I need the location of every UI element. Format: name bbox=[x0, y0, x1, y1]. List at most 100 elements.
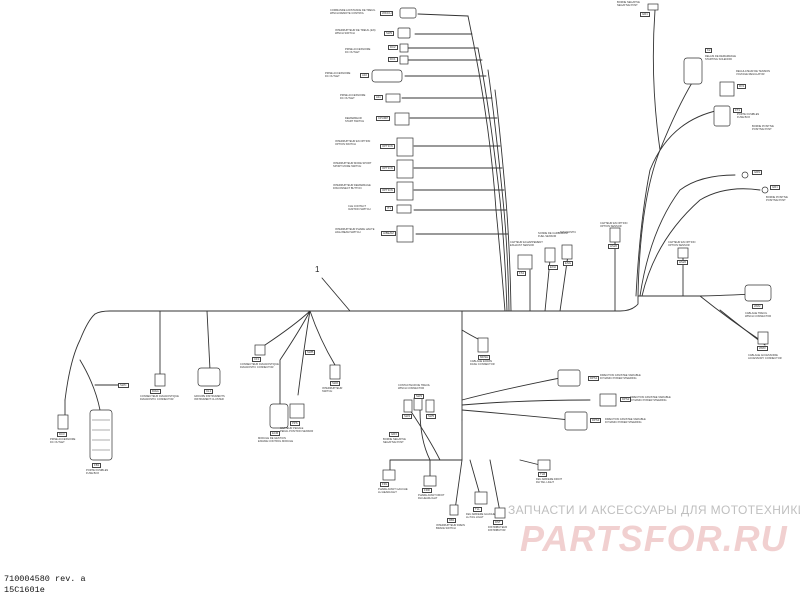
code-frt-lh: FRL bbox=[380, 482, 390, 488]
positive-post-icon bbox=[741, 171, 749, 179]
watermark-tagline: ЗАПЧАСТИ И АКСЕССУАРЫ ДЛЯ МОТОТЕХНИКИ bbox=[508, 503, 800, 517]
dps2-connector-icon bbox=[599, 393, 617, 407]
fuel-sensor-icon bbox=[517, 254, 533, 270]
code-fuse-box: FB1 bbox=[92, 463, 102, 469]
code-winch-conn2: WM3 bbox=[757, 346, 768, 352]
code-fuse-side: CF1 bbox=[252, 357, 262, 363]
code-winch-ctrl: WINCH bbox=[380, 11, 394, 17]
fuse-box-icon bbox=[89, 409, 113, 461]
code-outlet-main: A10 bbox=[360, 73, 369, 79]
outlet-small-icon bbox=[385, 93, 401, 103]
distributor-icon bbox=[494, 507, 506, 519]
code-dash-cl: CL1 bbox=[204, 389, 214, 395]
dc-outlet-connector-icon bbox=[399, 55, 409, 65]
winch-remote-connector-icon bbox=[399, 7, 417, 19]
code-esc: IT1 bbox=[385, 206, 394, 212]
trunk-left-drop bbox=[64, 313, 96, 401]
sport-mode-switch-icon bbox=[396, 159, 414, 179]
pedal-sensor-icon bbox=[289, 403, 305, 419]
ignition-switch-icon bbox=[396, 204, 412, 214]
switch-l-icon bbox=[403, 399, 413, 413]
switch-r-icon bbox=[425, 399, 435, 413]
code-exhaust: EXH bbox=[548, 265, 558, 271]
code-relay-start: K2 bbox=[705, 48, 713, 54]
start-switch-icon bbox=[394, 112, 410, 126]
diagnostic-connector-icon bbox=[154, 373, 166, 387]
code-winch-conn: WM2 bbox=[752, 304, 763, 310]
code-tail: TLR bbox=[538, 472, 548, 478]
code-relay-v: RV1 bbox=[737, 84, 747, 90]
code-grn-pos: GRN bbox=[752, 170, 763, 176]
rh-tail-light-icon bbox=[537, 459, 551, 471]
code-dash-conn: MDSH bbox=[478, 355, 491, 361]
figure-id: 15C1601e bbox=[4, 585, 45, 595]
dps1-connector-icon bbox=[557, 369, 581, 387]
code-side-a: SWA bbox=[330, 381, 341, 387]
code-fuel: FS1 bbox=[517, 271, 527, 277]
code-dps3: DPS3 bbox=[590, 418, 602, 424]
code-winch-sw: SW9 bbox=[384, 31, 395, 37]
code-opt1: OPTION bbox=[380, 144, 395, 150]
code-sw-r: SW5 bbox=[426, 414, 437, 420]
accessory-connector-icon bbox=[757, 331, 769, 345]
diagnostic-connector-2-icon bbox=[254, 344, 266, 356]
code-outlet-small: A11 bbox=[374, 95, 383, 101]
code-dist: DST bbox=[493, 520, 503, 526]
code-opt-sensor2: HS20 bbox=[677, 260, 688, 266]
high-beam-switch-icon bbox=[396, 225, 414, 243]
code-dps2: DPS2 bbox=[620, 397, 632, 403]
winch-switch-connector-icon bbox=[397, 27, 411, 39]
switch-m-icon bbox=[413, 397, 423, 411]
code-hibeam: HIBEAM bbox=[381, 231, 396, 237]
code-dc1: DC2 bbox=[388, 45, 398, 51]
watermark-brand-logo: PARTSFOR.RU bbox=[520, 518, 788, 559]
brake-switch-icon bbox=[449, 504, 459, 516]
dc-outlet-icon bbox=[57, 414, 69, 430]
code-side-c: SWC bbox=[118, 383, 129, 389]
code-sw-l: SW4 bbox=[402, 414, 413, 420]
code-diag-conn: DIAG bbox=[150, 389, 161, 395]
code-dc2: DC1 bbox=[388, 57, 398, 63]
part-number: 710004580 rev. a bbox=[4, 574, 86, 584]
code-frt-rh: FRR bbox=[422, 488, 432, 494]
harness-callout-number: 1 bbox=[315, 265, 320, 274]
ecm-connector-icon bbox=[269, 403, 289, 429]
dash-connector-icon bbox=[477, 337, 489, 353]
lh-headlight-icon bbox=[382, 469, 396, 481]
option-sensor-icon bbox=[561, 244, 573, 260]
code-tail-l: TLL bbox=[473, 507, 482, 513]
exhaust-sensor-icon bbox=[544, 247, 556, 263]
code-opt-sensor1: HS20 bbox=[608, 244, 619, 250]
option-sensor-icon-2 bbox=[677, 247, 689, 259]
code-comp-sw: CPUMP bbox=[376, 116, 391, 122]
starting-solenoid-icon bbox=[683, 57, 703, 85]
